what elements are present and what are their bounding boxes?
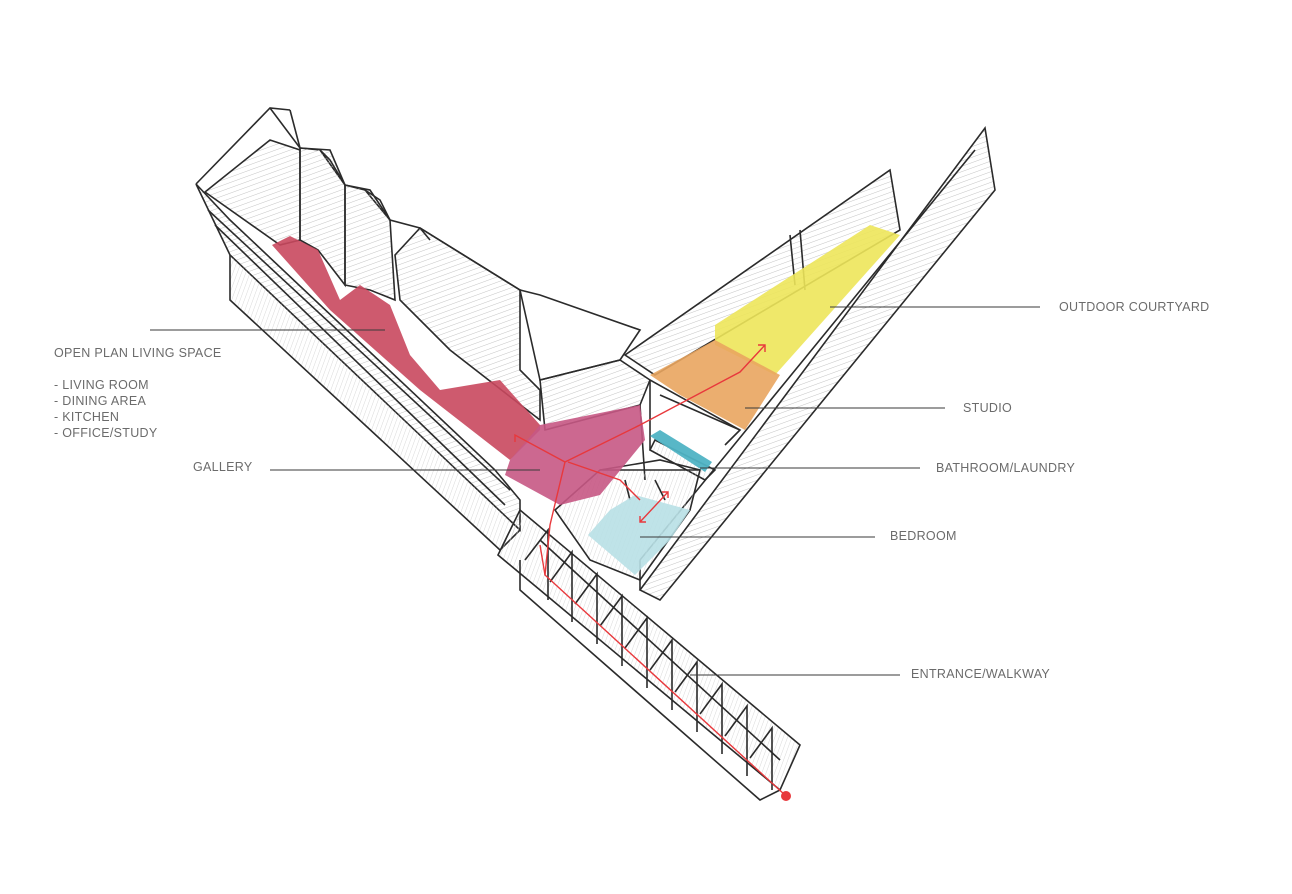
label-open-plan-item-4: - OFFICE/STUDY [54, 426, 158, 440]
label-studio: STUDIO [963, 401, 1013, 415]
zone-bathroom [650, 430, 712, 472]
walkway-ribs [524, 527, 773, 790]
label-open-plan-item-1: - LIVING ROOM [54, 378, 149, 392]
label-bathroom-laundry: BATHROOM/LAUNDRY [936, 461, 1076, 475]
zone-outdoor-courtyard [715, 225, 900, 375]
entry-point-marker [781, 791, 791, 801]
zones [272, 225, 900, 575]
zone-gallery [505, 405, 645, 505]
left-wing-walls [195, 107, 651, 552]
circulation-path [514, 344, 786, 796]
label-open-plan: OPEN PLAN LIVING SPACE [54, 346, 222, 360]
label-entrance-walkway: ENTRANCE/WALKWAY [911, 667, 1051, 681]
walkway-structure [497, 508, 801, 801]
label-outdoor-courtyard: OUTDOOR COURTYARD [1059, 300, 1210, 314]
label-open-plan-item-2: - DINING AREA [54, 394, 147, 408]
label-open-plan-item-3: - KITCHEN [54, 410, 120, 424]
label-bedroom: BEDROOM [890, 529, 957, 543]
leader-lines [150, 306, 1040, 676]
label-gallery: GALLERY [193, 460, 253, 474]
zone-open-plan [272, 236, 540, 460]
zone-bedroom [588, 495, 690, 575]
